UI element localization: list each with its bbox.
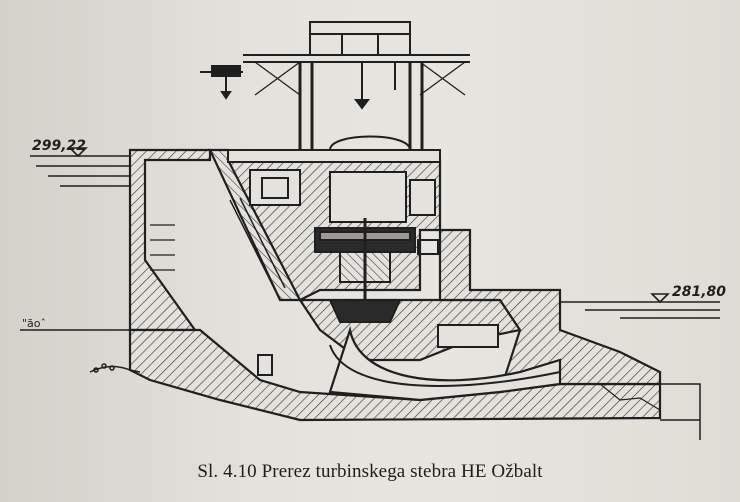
riverbed-mark: "ãoˆ xyxy=(22,317,46,330)
gantry-crane xyxy=(200,21,470,150)
turbine-cross-section-drawing: 299,22 xyxy=(20,21,726,440)
downstream-level-label: 281,80 xyxy=(672,284,726,300)
machine-hall xyxy=(150,135,499,376)
upstream-level-label: 299,22 xyxy=(32,138,86,154)
figure-caption: Sl. 4.10 Prerez turbinskega stebra HE Ož… xyxy=(197,461,543,482)
riverbed xyxy=(20,329,701,440)
upstream-level-marker xyxy=(30,147,130,187)
downstream-level-marker xyxy=(560,293,720,319)
